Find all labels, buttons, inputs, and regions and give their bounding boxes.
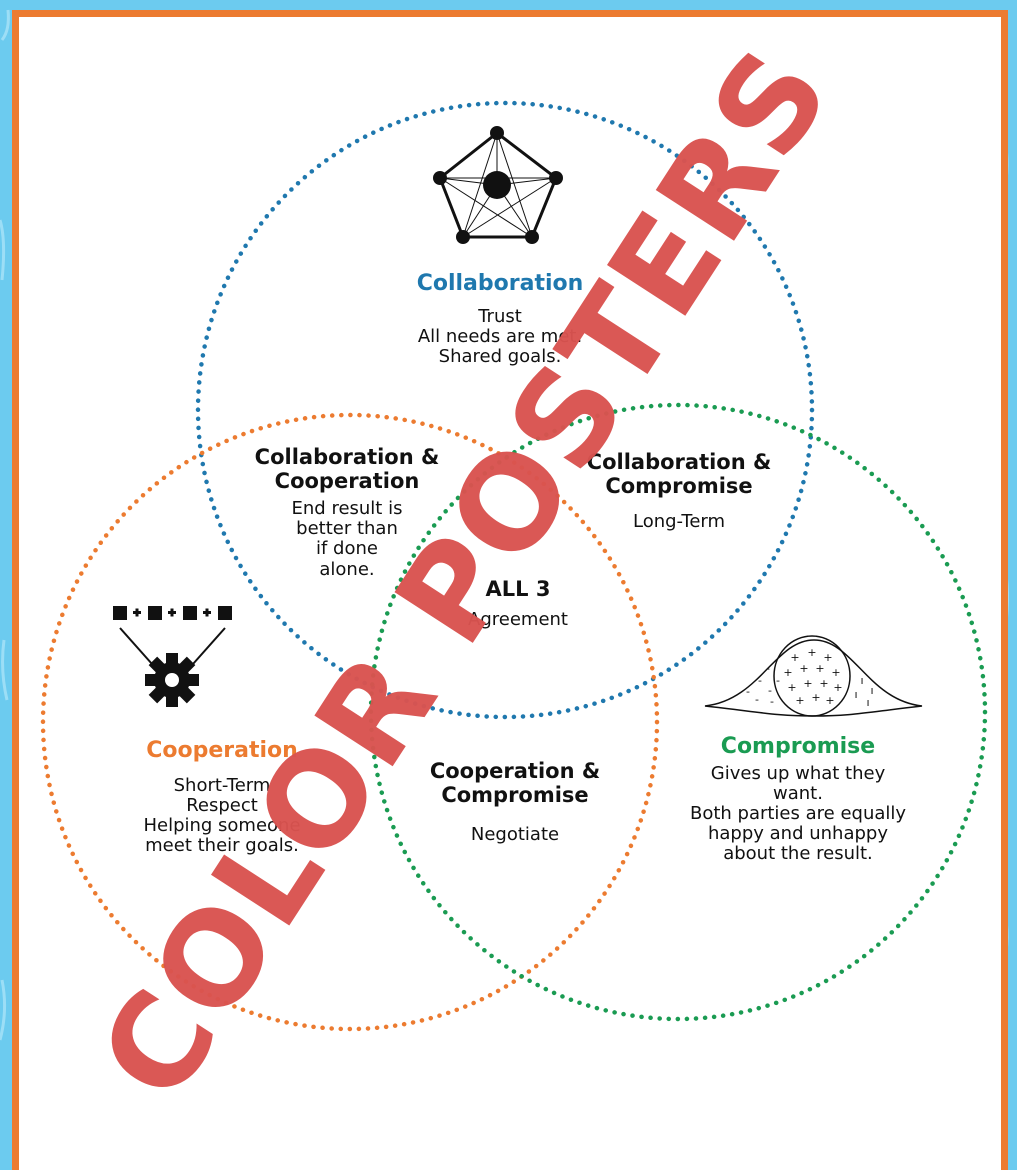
coop-comp-label-group: Cooperation & Compromise Negotiate (390, 759, 640, 846)
compromise-line: happy and unhappy (707, 823, 888, 845)
cooperation-line: Short-Term (173, 774, 271, 796)
coop-comp-line: Negotiate (470, 824, 560, 846)
cooperation-label-group: Cooperation Short-Term Respect Helping s… (102, 738, 342, 857)
svg-text:-: - (755, 693, 759, 706)
svg-text:-: - (768, 684, 772, 697)
svg-text:+: + (823, 651, 832, 664)
svg-text:+: + (815, 662, 824, 675)
svg-text:-: - (776, 674, 780, 687)
collab-coop-title: Collaboration & (254, 445, 440, 469)
coop-comp-title: Compromise (441, 782, 589, 807)
cooperation-line: Respect (186, 794, 258, 816)
pentagon-network-icon (433, 126, 563, 244)
svg-text:ı: ı (866, 696, 869, 709)
collaboration-label-group: Collaboration Trust All needs are met. S… (380, 271, 620, 367)
all3-line: Agreement (468, 608, 568, 630)
svg-text:ı: ı (854, 688, 857, 701)
svg-text:ı: ı (870, 684, 873, 697)
compromise-line: Gives up what they (710, 762, 886, 784)
collab-coop-line: End result is (291, 498, 403, 520)
svg-text:-: - (746, 685, 750, 698)
coop-comp-title: Cooperation & (429, 759, 601, 783)
gear-blocks-icon (113, 606, 232, 707)
svg-text:+: + (783, 666, 792, 679)
svg-text:-: - (766, 662, 770, 675)
all3-title: ALL 3 (485, 577, 551, 601)
svg-text:+: + (819, 677, 828, 690)
cooperation-line: Helping someone (143, 814, 301, 836)
collab-coop-label-group: Collaboration & Cooperation End result i… (218, 445, 476, 580)
collab-comp-title: Compromise (605, 473, 753, 498)
svg-text:+: + (811, 691, 820, 704)
svg-text:+: + (795, 694, 804, 707)
collaboration-circle (195, 100, 815, 720)
svg-text:+: + (831, 666, 840, 679)
svg-text:+: + (803, 677, 812, 690)
collab-coop-title: Cooperation (274, 468, 420, 493)
svg-text:ı: ı (860, 674, 863, 687)
collab-comp-line: Long-Term (632, 511, 726, 533)
compromise-circle (368, 402, 988, 1022)
all3-label-group: ALL 3 Agreement (418, 577, 618, 630)
cooperation-circle (40, 412, 660, 1032)
compromise-label-group: Compromise Gives up what they want. Both… (648, 734, 948, 865)
compromise-line: Both parties are equally (689, 802, 907, 824)
collaboration-title: Collaboration (416, 271, 584, 296)
compromise-line: want. (773, 782, 823, 804)
svg-text:+: + (790, 651, 799, 664)
compromise-title: Compromise (720, 734, 876, 759)
cooperation-line: meet their goals. (145, 835, 299, 857)
svg-text:+: + (833, 681, 842, 694)
collaboration-line: Trust (478, 305, 522, 327)
collaboration-line: Shared goals. (438, 345, 562, 367)
svg-text:+: + (787, 681, 796, 694)
collab-coop-line: alone. (319, 558, 375, 580)
svg-text:+: + (799, 662, 808, 675)
svg-text:+: + (825, 694, 834, 707)
collab-coop-line: better than (296, 518, 398, 540)
collab-coop-line: if done (316, 538, 378, 560)
collab-comp-title: Collaboration & (586, 450, 772, 474)
svg-text:-: - (770, 695, 774, 708)
cooperation-title: Cooperation (146, 738, 298, 763)
svg-text:-: - (758, 674, 762, 687)
collab-comp-label-group: Collaboration & Compromise Long-Term (550, 450, 808, 533)
svg-text:+: + (807, 646, 816, 659)
collaboration-line: All needs are met. (417, 325, 583, 347)
compromise-line: about the result. (723, 843, 873, 865)
